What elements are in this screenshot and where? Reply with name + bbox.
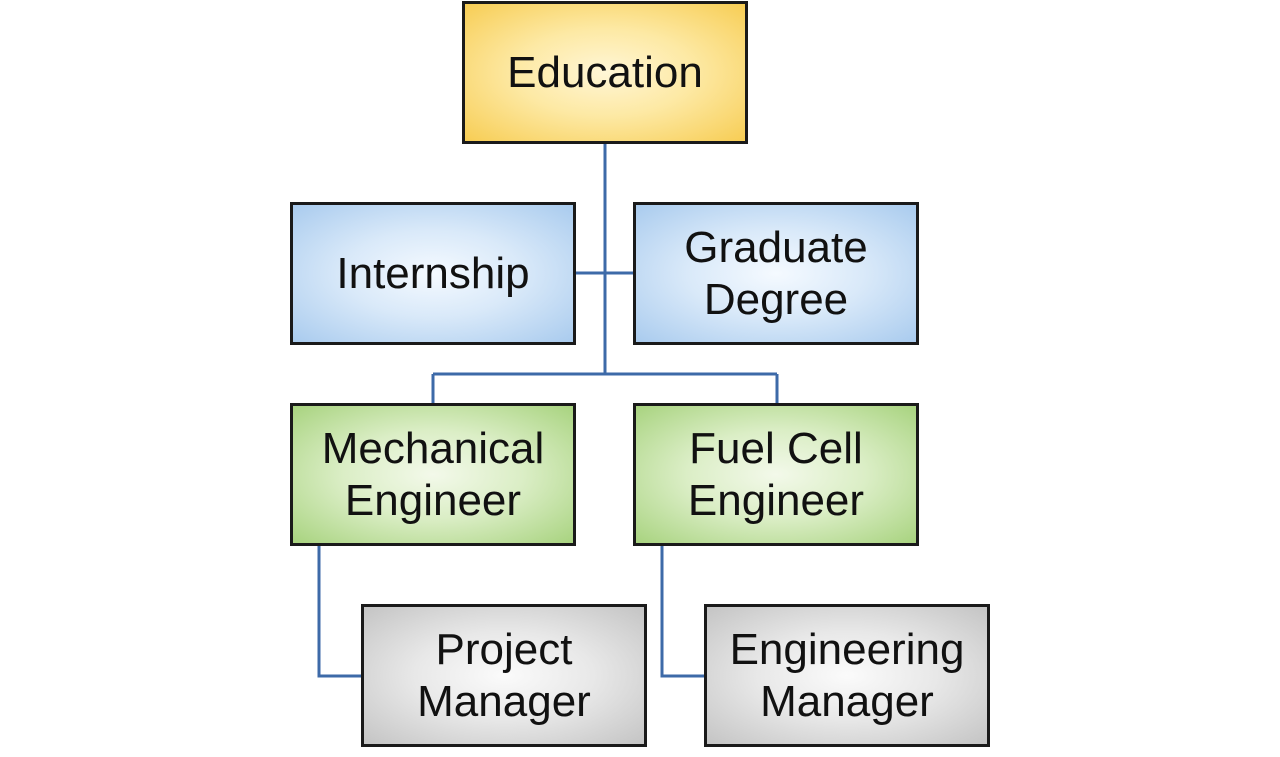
connector-project-manager [317, 546, 361, 678]
node-project-manager-label-line2: Manager [417, 676, 591, 726]
node-project-manager-label-line1: Project [435, 624, 573, 674]
node-mechanical-engineer-label-line2: Engineer [344, 475, 522, 525]
node-fuel-cell-engineer-label-line2: Engineer [687, 475, 865, 525]
node-engineering-manager-label-line1: Engineering [729, 624, 965, 674]
node-engineering-manager: Engineering Manager [704, 604, 990, 747]
node-project-manager: Project Manager [361, 604, 647, 747]
node-mechanical-engineer: Mechanical Engineer [290, 403, 576, 546]
node-graduate-degree-label-line2: Degree [703, 274, 849, 324]
node-fuel-cell-engineer-label-line1: Fuel Cell [689, 423, 863, 473]
node-engineering-manager-label-line2: Manager [760, 676, 934, 726]
node-mechanical-engineer-label-line1: Mechanical [321, 423, 545, 473]
node-internship: Internship [290, 202, 576, 345]
node-fuel-cell-engineer: Fuel Cell Engineer [633, 403, 919, 546]
node-internship-label: Internship [336, 248, 530, 298]
node-graduate-degree-label-line1: Graduate [684, 222, 868, 272]
node-education: Education [462, 1, 748, 144]
node-graduate-degree: Graduate Degree [633, 202, 919, 345]
node-education-label: Education [507, 47, 703, 97]
connector-engineering-manager [660, 546, 704, 678]
